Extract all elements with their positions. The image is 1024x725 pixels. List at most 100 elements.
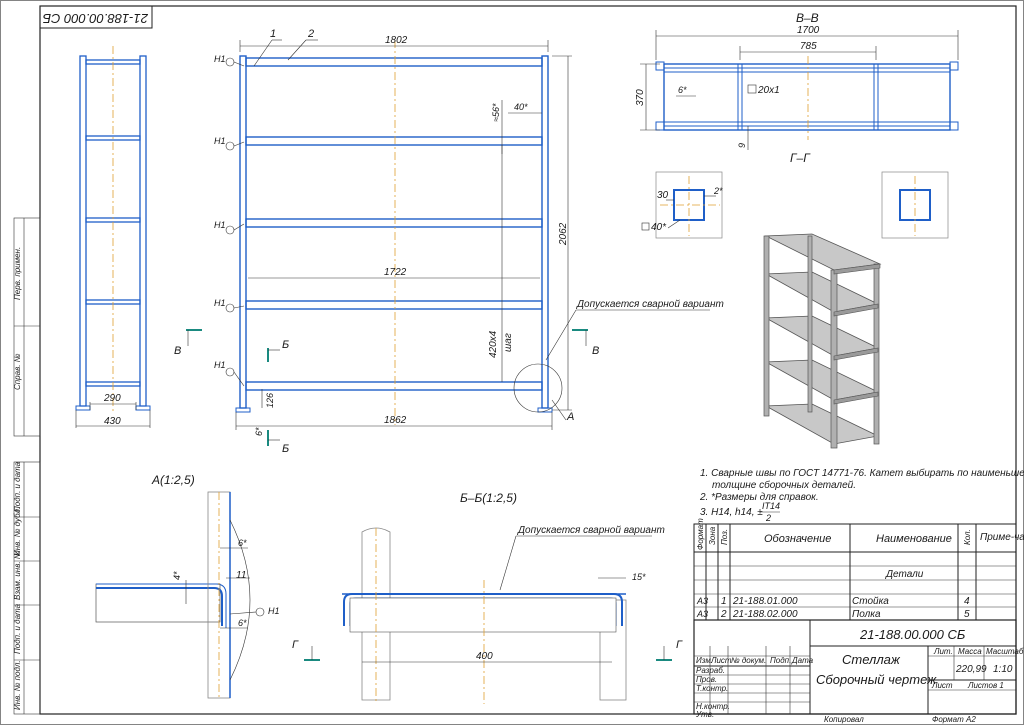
title-sheets-label: Листов 1 [967,681,1004,690]
front-view: 1802 1722 1862 2062 420х4 шаг ≈56* 40* 1… [174,28,724,455]
vv-dim-9: 9 [737,143,747,148]
front-dim-420x4: 420х4 [488,330,499,358]
title-role-ncontr: Н.контр. [696,702,730,711]
weld-mark-h1-2: Н1 [214,136,226,146]
technical-notes: 1. Сварные швы по ГОСТ 14771-76. Катет в… [699,467,1024,523]
title-col-izm: Изм. [696,656,713,665]
section-bb: Б–Б(1:2,5) 400 15* Допускается сварной в… [292,491,683,704]
front-weld-note: Допускается сварной вариант [576,299,724,310]
bb-cut-right: Г [676,639,683,651]
rotated-designation-box: 21-188.00.000 СБ [39,5,153,29]
vv-dim-1700: 1700 [797,25,820,36]
vv-dim-785: 785 [800,41,817,52]
detail-a-dim-6-bottom: 6* [238,618,247,628]
title-col-doc: № докум. [731,656,766,665]
margin-label-repl-inv: Взам. инв. № [13,550,22,600]
bb-cut-left: Г [292,639,299,651]
position-2: 2 [307,28,314,40]
title-designation: 21-188.00.000 СБ [859,627,966,642]
section-bb-title: Б–Б(1:2,5) [460,491,517,505]
front-dim-6: 6* [254,427,264,436]
side-view: 290 430 [75,46,151,428]
detail-a: А(1:2,5) 6* 11 4* 6* Н1 [95,473,280,699]
title-role-approved: Утв. [695,710,714,719]
title-col-date: Дата [791,656,814,665]
bb-dim-400: 400 [476,651,493,662]
front-dim-step: шаг [503,333,514,352]
title-mass: 220,99 [955,664,987,675]
vv-dim-370: 370 [635,89,646,106]
gg-dim-2: 2* [713,186,723,196]
view-vv-title: В–В [796,11,819,25]
spec-row1-qty: 4 [964,596,970,607]
spec-row1-format: А3 [696,596,708,606]
title-name-1: Стеллаж [842,652,901,667]
detail-a-dim-6-top: 6* [238,538,247,548]
front-dim-126: 126 [265,393,275,408]
spec-head-note: Приме-чание [980,532,1024,543]
front-dim-40: 40* [514,102,528,112]
margin-label-orig-inv: Инв. № подл. [13,660,22,710]
view-gg-title: Г–Г [790,151,811,165]
spec-row2-name: Полка [852,609,881,620]
title-block: 21-188.00.000 СБ Лит. Масса Масштаб 220,… [693,619,1024,719]
note-3-frac-bottom: 2 [765,513,771,523]
note-3: 3. Н14, h14, ± [700,507,763,518]
detail-a-weld: Н1 [268,606,280,616]
margin-label-ref-no: Справ. № [13,353,22,390]
title-role-tcontr: Т.контр. [696,684,728,693]
spec-row2-qty: 5 [964,609,970,620]
section-b-bottom: Б [282,443,289,455]
front-dim-1862: 1862 [384,415,407,426]
title-lit-label: Лит. [933,647,953,656]
title-role-check: Пров. [696,675,717,684]
title-name-2: Сборочный чертеж [816,672,937,687]
spec-row1-pos: 1 [721,596,727,607]
weld-mark-h1-5: Н1 [214,360,226,370]
spec-row2-designation: 21-188.02.000 [732,609,798,620]
title-scale-label: Масштаб [986,647,1024,656]
weld-mark-h1-3: Н1 [214,220,226,230]
spec-head-format: Формат [696,518,705,550]
view-vv: В–В 1700 785 370 6* 20х1 9 [635,11,959,150]
margin-label-sign-date-1: Подп. и дата [13,461,22,512]
weld-mark-h1-4: Н1 [214,298,226,308]
section-b-top: Б [282,339,289,351]
spec-head-designation: Обозначение [764,533,831,545]
front-dim-2062: 2062 [558,222,569,246]
vv-dim-6: 6* [678,85,687,95]
spec-row2-format: А3 [696,609,708,619]
weld-mark-h1-1: Н1 [214,54,226,64]
title-sheet-label: Лист [931,681,953,690]
vv-dim-20x1: 20х1 [757,85,780,96]
note-1a: 1. Сварные швы по ГОСТ 14771-76. Катет в… [700,467,1024,479]
margin-label-first-use: Перв. примен. [13,247,22,300]
format-label: Формат А2 [932,715,976,724]
specification-table: Формат Зона Поз. Обозначение Наименовани… [693,518,1024,621]
title-col-list: Лист [710,656,732,665]
spec-row2-pos: 2 [720,609,727,620]
detail-a-dim-11: 11 [236,570,246,581]
note-1b: толщине сборочных деталей. [712,479,856,491]
section-v-left: В [174,345,181,357]
side-dim-290: 290 [103,393,121,404]
bb-dim-15: 15* [632,572,646,582]
view-gg: Г–Г 30 2* 40* [641,151,949,239]
spec-head-pos: Поз. [720,529,729,545]
spec-head-qty: Кол. [963,529,972,545]
side-dim-430: 430 [104,416,121,427]
title-col-sign: Подп. [770,656,791,665]
title-scale: 1:10 [993,664,1013,675]
left-margin-table: Перв. примен. Справ. № Подп. и дата Инв.… [13,217,41,715]
note-2: 2. *Размеры для справок. [699,492,819,503]
spec-row1-designation: 21-188.01.000 [732,596,798,607]
bb-weld-note: Допускается сварной вариант [517,525,665,536]
title-role-dev: Разраб. [696,666,725,675]
section-v-right: В [592,345,599,357]
gg-dim-40: 40* [651,222,667,233]
detail-a-dim-4: 4* [172,571,182,580]
spec-section: Детали [885,569,924,580]
note-3-frac-top: IT14 [762,501,780,511]
detail-a-title: А(1:2,5) [151,473,195,487]
